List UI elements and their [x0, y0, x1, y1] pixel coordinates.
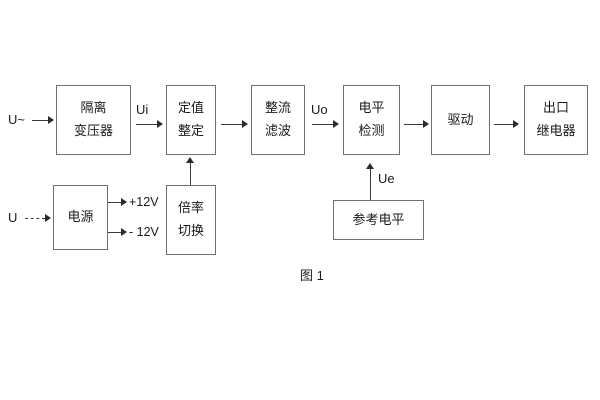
rail-positive-arrowhead: [121, 198, 127, 206]
block-rectify-filter-line2: 滤波: [264, 123, 291, 138]
block-isolation-transformer-line1: 隔离: [80, 100, 107, 116]
block-multiplier-switch-line1: 倍率: [177, 200, 204, 216]
connector-drive-to-relay-line: [494, 124, 514, 125]
signal-ue-arrowhead: [366, 163, 374, 169]
input-ac-label: U~: [8, 112, 25, 127]
block-output-relay-line2: 继电器: [536, 123, 576, 138]
block-reference-level-line1: 参考电平: [352, 211, 405, 227]
input-ac-arrowhead: [48, 116, 54, 124]
input-dc-dashed-line: [25, 218, 45, 219]
block-setpoint-setting-line2: 整定: [177, 123, 204, 138]
signal-ui-arrowhead: [157, 120, 163, 128]
block-setpoint-setting-line1: 定值: [177, 100, 204, 116]
signal-ui-line: [136, 124, 158, 125]
signal-uo-arrowhead: [333, 120, 339, 128]
connector-multiplier-to-setpoint-arrowhead: [186, 157, 194, 163]
block-isolation-transformer: 隔离 变压器: [56, 85, 131, 155]
block-drive: 驱动: [431, 85, 490, 155]
figure-caption: 图 1: [300, 268, 324, 283]
block-level-detection-line1: 电平: [358, 100, 385, 116]
input-ac-line: [32, 120, 49, 121]
signal-uo-line: [312, 124, 334, 125]
block-setpoint-setting: 定值 整定: [166, 85, 216, 155]
connector-level-to-drive-arrowhead: [423, 120, 429, 128]
connector-multiplier-to-setpoint-line: [190, 163, 191, 185]
block-power-supply-line1: 电源: [67, 209, 94, 225]
block-multiplier-switch-line2: 切换: [177, 223, 204, 238]
block-rectify-filter: 整流 滤波: [251, 85, 305, 155]
connector-drive-to-relay-arrowhead: [513, 120, 519, 128]
signal-uo-label: Uo: [311, 102, 328, 117]
block-level-detection: 电平 检测: [343, 85, 400, 155]
connector-level-to-drive-line: [404, 124, 424, 125]
block-power-supply: 电源: [53, 185, 108, 250]
block-output-relay: 出口 继电器: [524, 85, 588, 155]
signal-ui-label: Ui: [136, 102, 149, 117]
rail-negative-arrowhead: [121, 228, 127, 236]
connector-setpoint-to-rectify-arrowhead: [242, 120, 248, 128]
connector-setpoint-to-rectify-line: [221, 124, 243, 125]
rail-positive-line: [108, 202, 122, 203]
rail-positive-label: +12V: [129, 195, 159, 209]
block-multiplier-switch: 倍率 切换: [166, 185, 216, 255]
rail-negative-label: - 12V: [129, 225, 159, 239]
block-isolation-transformer-line2: 变压器: [73, 123, 113, 138]
block-drive-line1: 驱动: [447, 111, 474, 127]
signal-ue-label: Ue: [378, 171, 395, 186]
block-level-detection-line2: 检测: [358, 123, 385, 138]
signal-ue-line: [370, 169, 371, 200]
input-dc-label: U: [8, 210, 18, 225]
block-rectify-filter-line1: 整流: [264, 100, 291, 116]
block-output-relay-line1: 出口: [542, 100, 569, 116]
rail-negative-line: [108, 232, 122, 233]
block-reference-level: 参考电平: [333, 200, 424, 240]
input-dc-arrowhead: [45, 214, 51, 222]
